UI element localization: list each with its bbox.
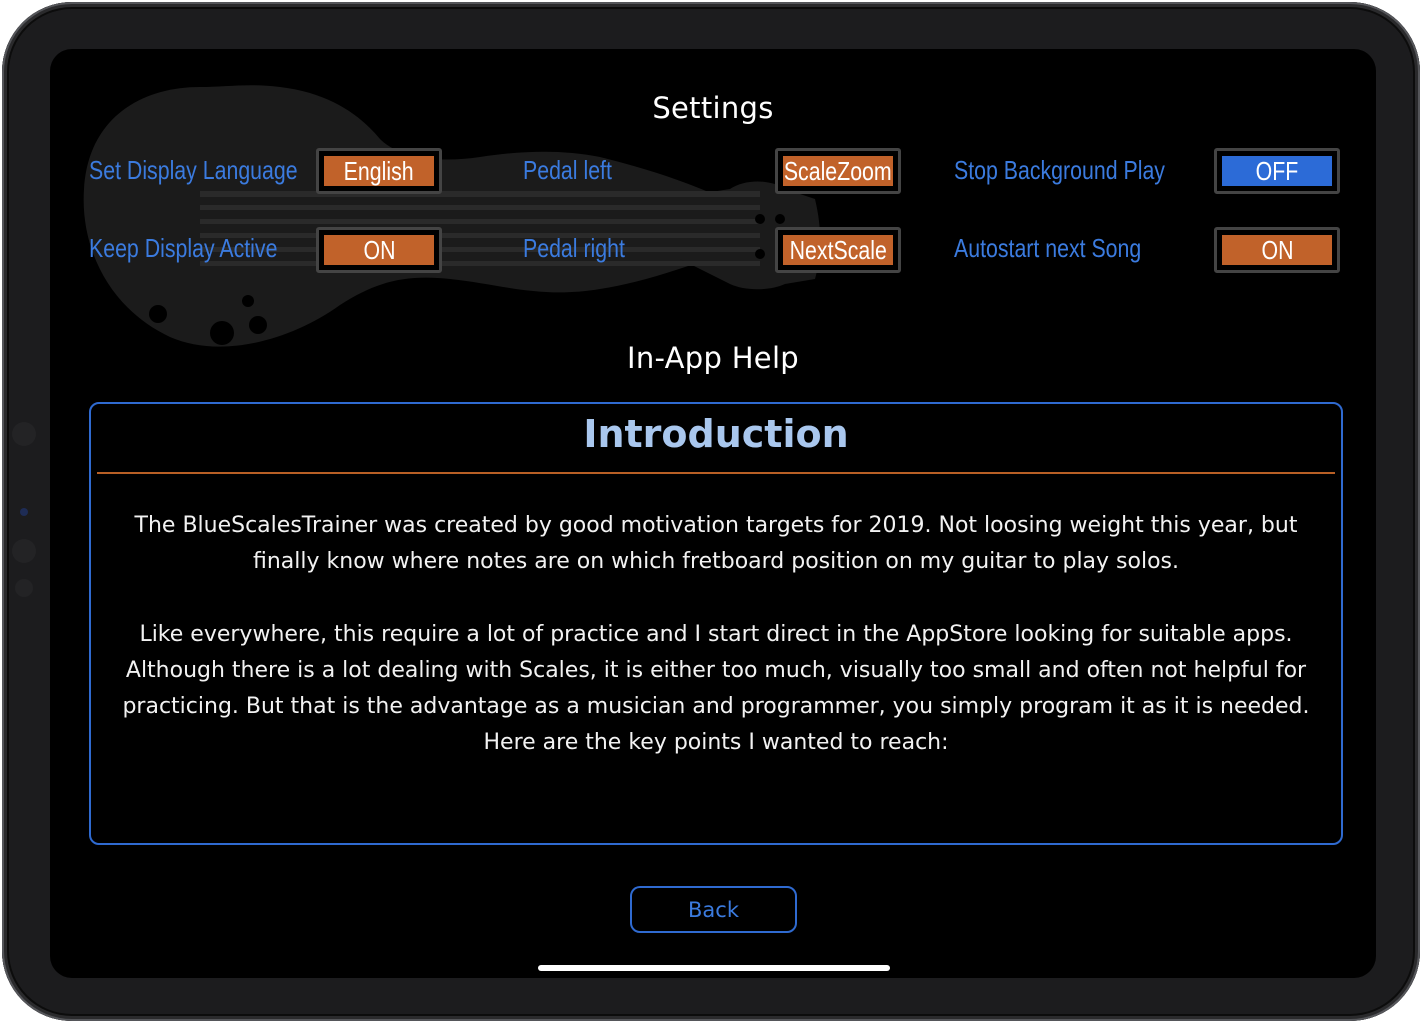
help-content-panel[interactable]: Introduction The BlueScalesTrainer was c… bbox=[89, 402, 1343, 845]
setting-label-keep-display-active: Keep Display Active bbox=[89, 233, 278, 263]
help-paragraph: The BlueScalesTrainer was created by goo… bbox=[134, 513, 1298, 574]
help-title: In-App Help bbox=[626, 341, 800, 375]
autostart-next-song-value: ON bbox=[1261, 234, 1293, 265]
help-paragraph: Like everywhere, this require a lot of p… bbox=[122, 622, 1310, 755]
pedal-right-toggle[interactable]: NextScale bbox=[775, 227, 901, 273]
help-text: The BlueScalesTrainer was created by goo… bbox=[105, 508, 1327, 798]
pedal-left-value: ScaleZoom bbox=[784, 155, 892, 186]
setting-label-autostart-next-song: Autostart next Song bbox=[954, 233, 1142, 263]
side-button bbox=[15, 579, 33, 597]
stop-background-play-toggle[interactable]: OFF bbox=[1214, 148, 1340, 194]
side-sensor bbox=[20, 508, 28, 516]
stop-background-play-value: OFF bbox=[1255, 155, 1299, 186]
setting-label-display-language: Set Display Language bbox=[89, 155, 298, 185]
help-heading: Introduction bbox=[583, 412, 849, 456]
side-button bbox=[12, 539, 36, 563]
side-camera bbox=[12, 422, 36, 446]
pedal-left-toggle[interactable]: ScaleZoom bbox=[775, 148, 901, 194]
keep-display-active-toggle[interactable]: ON bbox=[316, 227, 442, 273]
keep-display-active-value: ON bbox=[363, 234, 395, 265]
autostart-next-song-toggle[interactable]: ON bbox=[1214, 227, 1340, 273]
guitar-silhouette-icon bbox=[83, 85, 820, 347]
settings-title: Settings bbox=[652, 91, 774, 125]
back-button[interactable]: Back bbox=[630, 886, 797, 933]
setting-label-stop-background-play: Stop Background Play bbox=[954, 155, 1165, 185]
home-indicator[interactable] bbox=[538, 965, 890, 971]
display-language-value: English bbox=[344, 155, 414, 186]
setting-label-pedal-right: Pedal right bbox=[523, 233, 625, 263]
heading-divider bbox=[97, 472, 1335, 474]
pedal-right-value: NextScale bbox=[789, 234, 887, 265]
display-language-toggle[interactable]: English bbox=[316, 148, 442, 194]
setting-label-pedal-left: Pedal left bbox=[523, 155, 612, 185]
app-screen: Settings Set Display Language English Pe… bbox=[50, 49, 1376, 978]
